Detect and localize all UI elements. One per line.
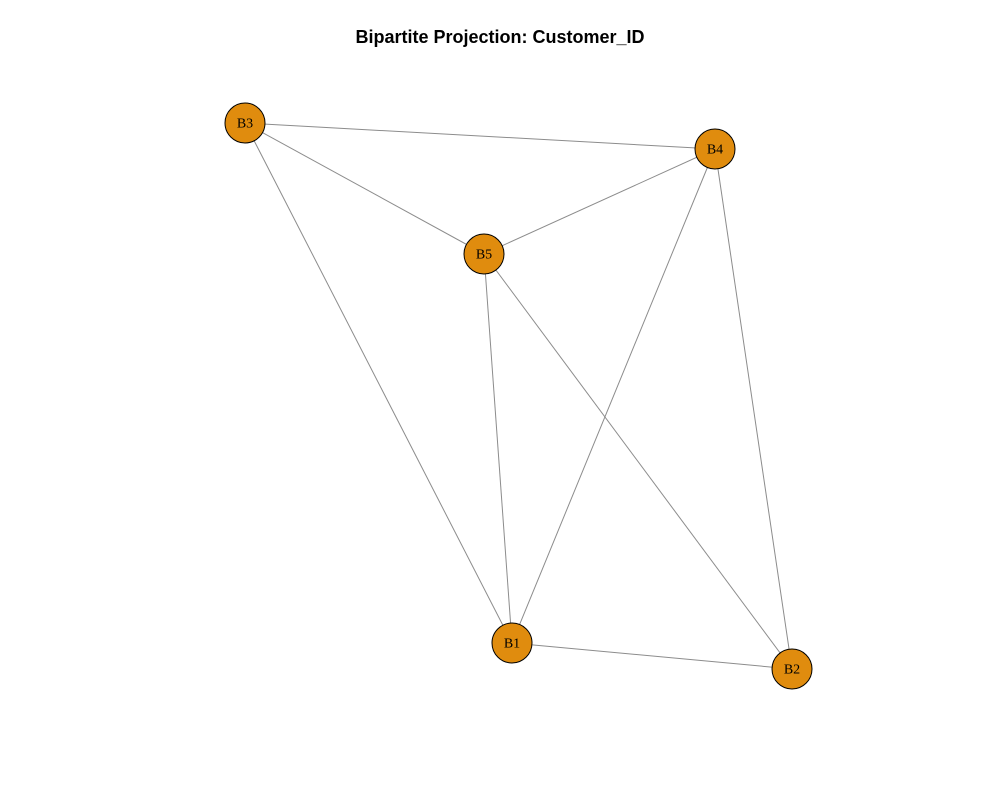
node-label: B2: [784, 663, 800, 678]
node-circle: [491, 622, 533, 664]
node-b3: B3: [224, 102, 266, 144]
edge-b3-b4: [244, 122, 716, 150]
node-label: B5: [476, 248, 492, 263]
node-b2: B2: [771, 648, 813, 690]
node-b5: B5: [463, 233, 505, 275]
node-label: B4: [707, 143, 723, 158]
edge-layer: [244, 122, 793, 670]
node-circle: [224, 102, 266, 144]
edge-b4-b1: [511, 148, 716, 644]
node-circle: [694, 128, 736, 170]
edge-b5-b1: [483, 253, 513, 644]
edge-b1-b2: [511, 642, 793, 670]
edge-b4-b5: [483, 148, 716, 255]
node-label: B3: [237, 117, 253, 132]
node-b4: B4: [694, 128, 736, 170]
node-circle: [771, 648, 813, 690]
edge-b3-b1: [244, 122, 513, 644]
node-b1: B1: [491, 622, 533, 664]
edge-b4-b2: [714, 148, 793, 670]
edge-b3-b5: [244, 122, 485, 255]
chart-title: Bipartite Projection: Customer_ID: [355, 27, 645, 47]
edge-b5-b2: [483, 253, 793, 670]
node-label: B1: [504, 637, 520, 652]
node-circle: [463, 233, 505, 275]
